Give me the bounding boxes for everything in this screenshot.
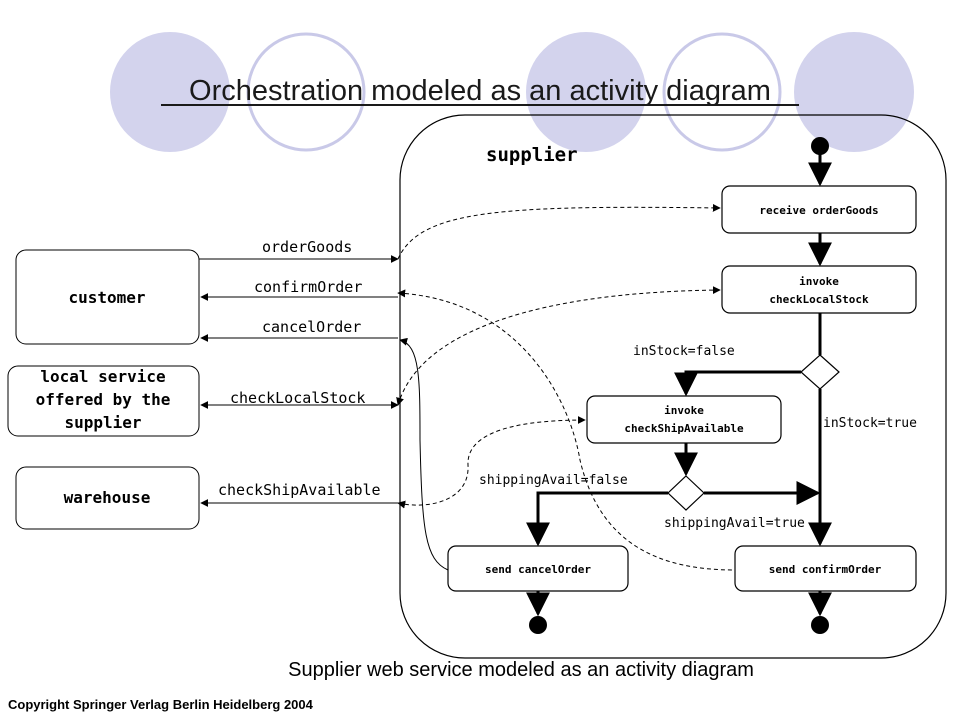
- flow-instock-false: [674, 370, 801, 397]
- activity-receive-orderGoods: receive orderGoods: [721, 185, 917, 234]
- guard-ship-false: shippingAvail=false: [479, 473, 628, 488]
- msg-checkLocalStock: checkLocalStock: [230, 389, 365, 407]
- guard-instock-false: inStock=false: [633, 344, 735, 359]
- dashed-orderGoods-receive: [397, 203, 721, 260]
- activity-send-cancel-label: send cancelOrder: [485, 563, 591, 576]
- copyright: Copyright Springer Verlag Berlin Heidelb…: [8, 697, 314, 712]
- decor-circle: [662, 32, 782, 152]
- party-customer-label: customer: [68, 288, 145, 307]
- decor-circle: [110, 32, 230, 152]
- final-node-cancel: [529, 616, 547, 634]
- page-title: Orchestration modeled as an activity dia…: [189, 75, 771, 107]
- dashed-confirm: [397, 289, 736, 571]
- dashed-invoke-stock: [396, 286, 721, 406]
- activity-send-confirm-label: send confirmOrder: [769, 563, 882, 576]
- message-arrows: [199, 255, 399, 507]
- activity-send-confirmOrder: send confirmOrder: [734, 545, 917, 592]
- party-warehouse-label: warehouse: [64, 488, 151, 507]
- initial-node: [811, 137, 829, 155]
- flow-ship-false: [526, 491, 668, 547]
- party-local-service-line1: local service: [40, 367, 165, 386]
- decor-circle: [246, 32, 366, 152]
- activity-invoke-ship-line1: invoke: [664, 404, 704, 417]
- activity-send-cancelOrder: send cancelOrder: [447, 545, 629, 592]
- guard-instock-true: inStock=true: [823, 416, 917, 431]
- guard-ship-true: shippingAvail=true: [664, 516, 805, 531]
- msg-checkShipAvailable: checkShipAvailable: [218, 481, 381, 499]
- dashed-invoke-ship: [397, 416, 586, 509]
- msg-orderGoods: orderGoods: [262, 238, 352, 256]
- msg-cancelOrder: cancelOrder: [262, 318, 361, 336]
- decor-circle: [526, 32, 646, 152]
- party-local-service-line2: offered by the: [36, 390, 171, 409]
- decor-circle: [794, 32, 914, 152]
- decision-instock: [800, 354, 840, 390]
- activity-invoke-stock-line2: checkLocalStock: [769, 293, 869, 306]
- msg-confirmOrder: confirmOrder: [254, 278, 362, 296]
- header-decoration: [110, 32, 914, 152]
- final-node-confirm: [811, 616, 829, 634]
- activity-invoke-stock-line1: invoke: [799, 275, 839, 288]
- activity-invoke-checkLocalStock: invoke checkLocalStock: [721, 265, 917, 314]
- activity-invoke-ship-line2: checkShipAvailable: [624, 422, 744, 435]
- control-flow: [526, 153, 832, 617]
- dashed-links: [396, 203, 736, 571]
- activity-invoke-checkShipAvailable: invoke checkShipAvailable: [586, 395, 782, 444]
- party-local-service-line3: supplier: [64, 413, 141, 432]
- party-local-service: local service offered by the supplier: [7, 365, 200, 437]
- party-warehouse: warehouse: [15, 466, 200, 530]
- decision-shipping: [667, 475, 705, 511]
- party-customer: customer: [15, 249, 200, 345]
- link-cancelOrder: [399, 337, 449, 571]
- caption: Supplier web service modeled as an activ…: [288, 659, 754, 681]
- swimlane-label: supplier: [486, 144, 578, 166]
- activity-receive-label: receive orderGoods: [759, 204, 878, 217]
